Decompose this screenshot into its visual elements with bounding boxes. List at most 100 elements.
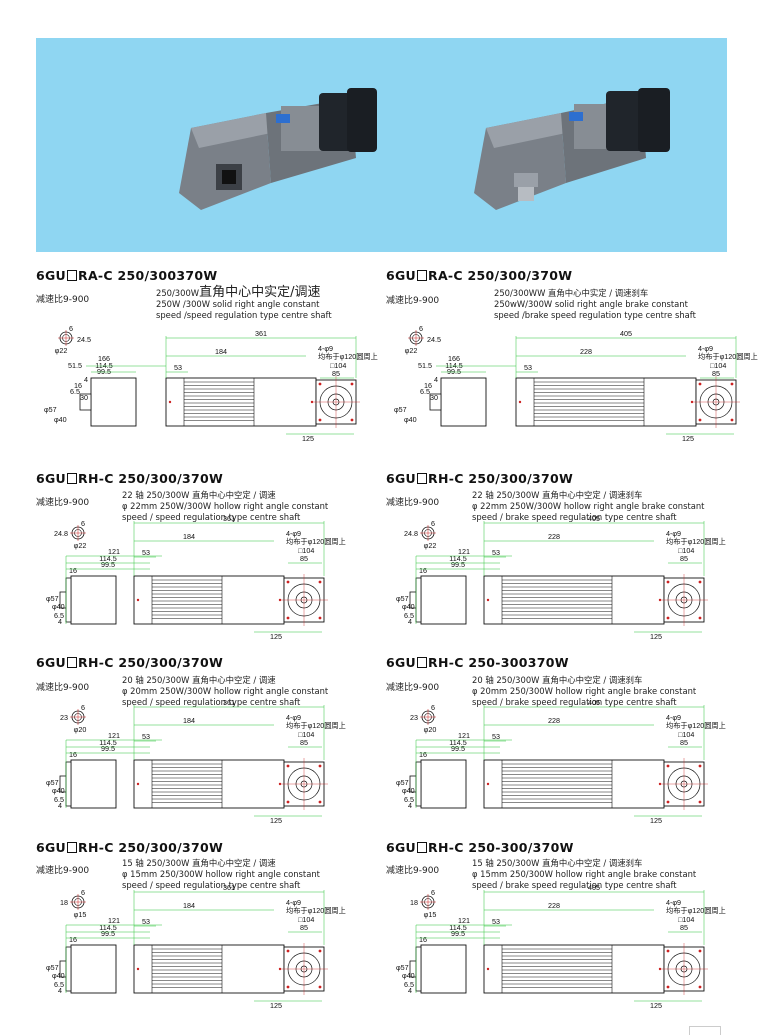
reduction-ratio: 减速比9-900 bbox=[386, 683, 440, 693]
dim-label-body: 184 bbox=[183, 901, 195, 910]
dim-label-pcd: 均布于φ120圆周上 bbox=[318, 352, 378, 361]
description-line: speed / speed regulation type centre sha… bbox=[122, 880, 301, 890]
description-line: 15 轴 250/300W 直角中心中空定 / 调速 bbox=[122, 858, 276, 868]
model-placeholder-box bbox=[417, 842, 428, 853]
dim-label-key: 6 bbox=[431, 888, 435, 897]
dim-label-d: 51.5 bbox=[418, 361, 432, 370]
model-suffix: RA-C 250/300370W bbox=[78, 268, 218, 283]
model-placeholder-box bbox=[67, 842, 78, 853]
dim-label-flange: 85 bbox=[300, 738, 308, 747]
dim-label-c: 99.5 bbox=[101, 929, 115, 938]
dim-label-body: 228 bbox=[548, 901, 560, 910]
description-line: φ 20mm 250W/300W hollow right angle cons… bbox=[122, 686, 329, 696]
dim-label-pcd: 均布于φ120圆周上 bbox=[666, 906, 726, 915]
dim-label-b: 114.5 bbox=[445, 361, 462, 370]
dim-label-square: □104 bbox=[710, 361, 726, 370]
dim-label-shaft_h: 18 bbox=[60, 898, 68, 907]
dim-label-dia40: φ40 bbox=[52, 786, 65, 795]
reduction-ratio: 减速比9-900 bbox=[36, 683, 90, 693]
dim-label-shaft_h: 24.5 bbox=[427, 335, 441, 344]
dim-label-pcd: 均布于φ120圆周上 bbox=[286, 721, 346, 730]
dim-label-a: 121 bbox=[458, 731, 470, 740]
dim-label-square: □104 bbox=[330, 361, 346, 370]
model-placeholder-box bbox=[67, 657, 78, 668]
dim-label-f: 16 bbox=[419, 566, 427, 575]
description-line: speed /speed regulation type centre shaf… bbox=[156, 310, 332, 320]
model-prefix: 6GU bbox=[36, 268, 67, 283]
dim-label-flange2: 125 bbox=[682, 434, 694, 443]
dim-label-b: 114.5 bbox=[99, 738, 116, 747]
dim-label-f: 16 bbox=[69, 935, 77, 944]
dim-label-square: □104 bbox=[678, 730, 694, 739]
description-line: speed / speed regulation type centre sha… bbox=[122, 512, 301, 522]
description-line: speed /brake speed regulation type centr… bbox=[494, 310, 696, 320]
dim-label-key: 6 bbox=[81, 703, 85, 712]
dim-label-dia57: φ57 bbox=[394, 405, 407, 414]
description-line: speed / brake speed regulation type cent… bbox=[472, 880, 677, 890]
dim-label-dia40: φ40 bbox=[52, 602, 65, 611]
dim-label-b: 114.5 bbox=[95, 361, 112, 370]
dim-label-shaft_d: φ22 bbox=[74, 541, 87, 550]
dim-label-holes: 4-φ9 bbox=[666, 529, 681, 538]
dim-label-e: 4 bbox=[434, 375, 438, 384]
dim-label-shaft_h: 24.8 bbox=[404, 529, 418, 538]
motor-photo-brake bbox=[474, 88, 670, 210]
dim-label-body: 228 bbox=[548, 716, 560, 725]
dim-label-holes: 4-φ9 bbox=[666, 713, 681, 722]
dim-label-pcd: 均布于φ120圆周上 bbox=[698, 352, 758, 361]
description-power: 250/300W bbox=[156, 288, 200, 298]
dim-label-key: 6 bbox=[81, 519, 85, 528]
dim-label-dia57: φ57 bbox=[46, 594, 59, 603]
dim-label-flange2: 125 bbox=[650, 1001, 662, 1010]
dim-label-g: 6.5 bbox=[420, 387, 430, 396]
dimension-drawing: 618φ15405228534-φ9均布于φ120圆周上□10485125121… bbox=[396, 883, 726, 1010]
dim-label-a: 166 bbox=[98, 354, 110, 363]
dim-label-holes: 4-φ9 bbox=[286, 529, 301, 538]
dim-label-a: 121 bbox=[108, 916, 120, 925]
dim-label-left: 53 bbox=[174, 363, 182, 372]
model-prefix: 6GU bbox=[386, 655, 417, 670]
description-line: speed / speed regulation type centre sha… bbox=[122, 697, 301, 707]
dim-label-dia40: φ40 bbox=[54, 415, 67, 424]
description-type: 直角中心中实定/调速 bbox=[199, 285, 321, 300]
dim-label-f: 16 bbox=[424, 381, 432, 390]
dim-label-shaft_h: 18 bbox=[410, 898, 418, 907]
dim-label-total: 405 bbox=[588, 698, 600, 707]
dim-label-shaft_h: 23 bbox=[410, 713, 418, 722]
dim-label-c: 99.5 bbox=[101, 744, 115, 753]
dim-label-holes: 4-φ9 bbox=[286, 713, 301, 722]
dim-label-a: 121 bbox=[108, 547, 120, 556]
dim-label-total: 405 bbox=[588, 514, 600, 523]
dimension-drawing: 623φ20405228534-φ9均布于φ120圆周上□10485125121… bbox=[396, 698, 726, 825]
description-line: 20 轴 250/300W 直角中心中空定 / 调速刹车 bbox=[472, 675, 643, 685]
dim-label-flange: 85 bbox=[680, 738, 688, 747]
dim-label-g: 6.5 bbox=[404, 795, 414, 804]
dim-label-c: 99.5 bbox=[101, 560, 115, 569]
dim-label-shaft_d: φ20 bbox=[74, 725, 87, 734]
dim-label-left: 53 bbox=[142, 548, 150, 557]
dim-label-left: 53 bbox=[492, 548, 500, 557]
reduction-ratio: 减速比9-900 bbox=[386, 296, 440, 306]
dim-label-shaft_h: 23 bbox=[60, 713, 68, 722]
dim-label-body: 184 bbox=[183, 716, 195, 725]
dim-label-left: 53 bbox=[142, 732, 150, 741]
description-line: 250W /300W solid right angle constant bbox=[156, 299, 320, 309]
description-line: speed / brake speed regulation type cent… bbox=[472, 697, 677, 707]
dim-label-a: 121 bbox=[458, 547, 470, 556]
model-placeholder-box bbox=[417, 657, 428, 668]
dim-label-g: 6.5 bbox=[54, 611, 64, 620]
model-suffix: RH-C 250/300/370W bbox=[78, 655, 224, 670]
model-suffix: RH-C 250/300/370W bbox=[78, 840, 224, 855]
dim-label-dia40: φ40 bbox=[52, 971, 65, 980]
model-placeholder-box bbox=[417, 270, 428, 281]
dim-label-c: 99.5 bbox=[451, 744, 465, 753]
page-corner-mark bbox=[689, 1026, 721, 1035]
model-placeholder-box bbox=[67, 473, 78, 484]
dim-label-total: 361 bbox=[223, 514, 235, 523]
